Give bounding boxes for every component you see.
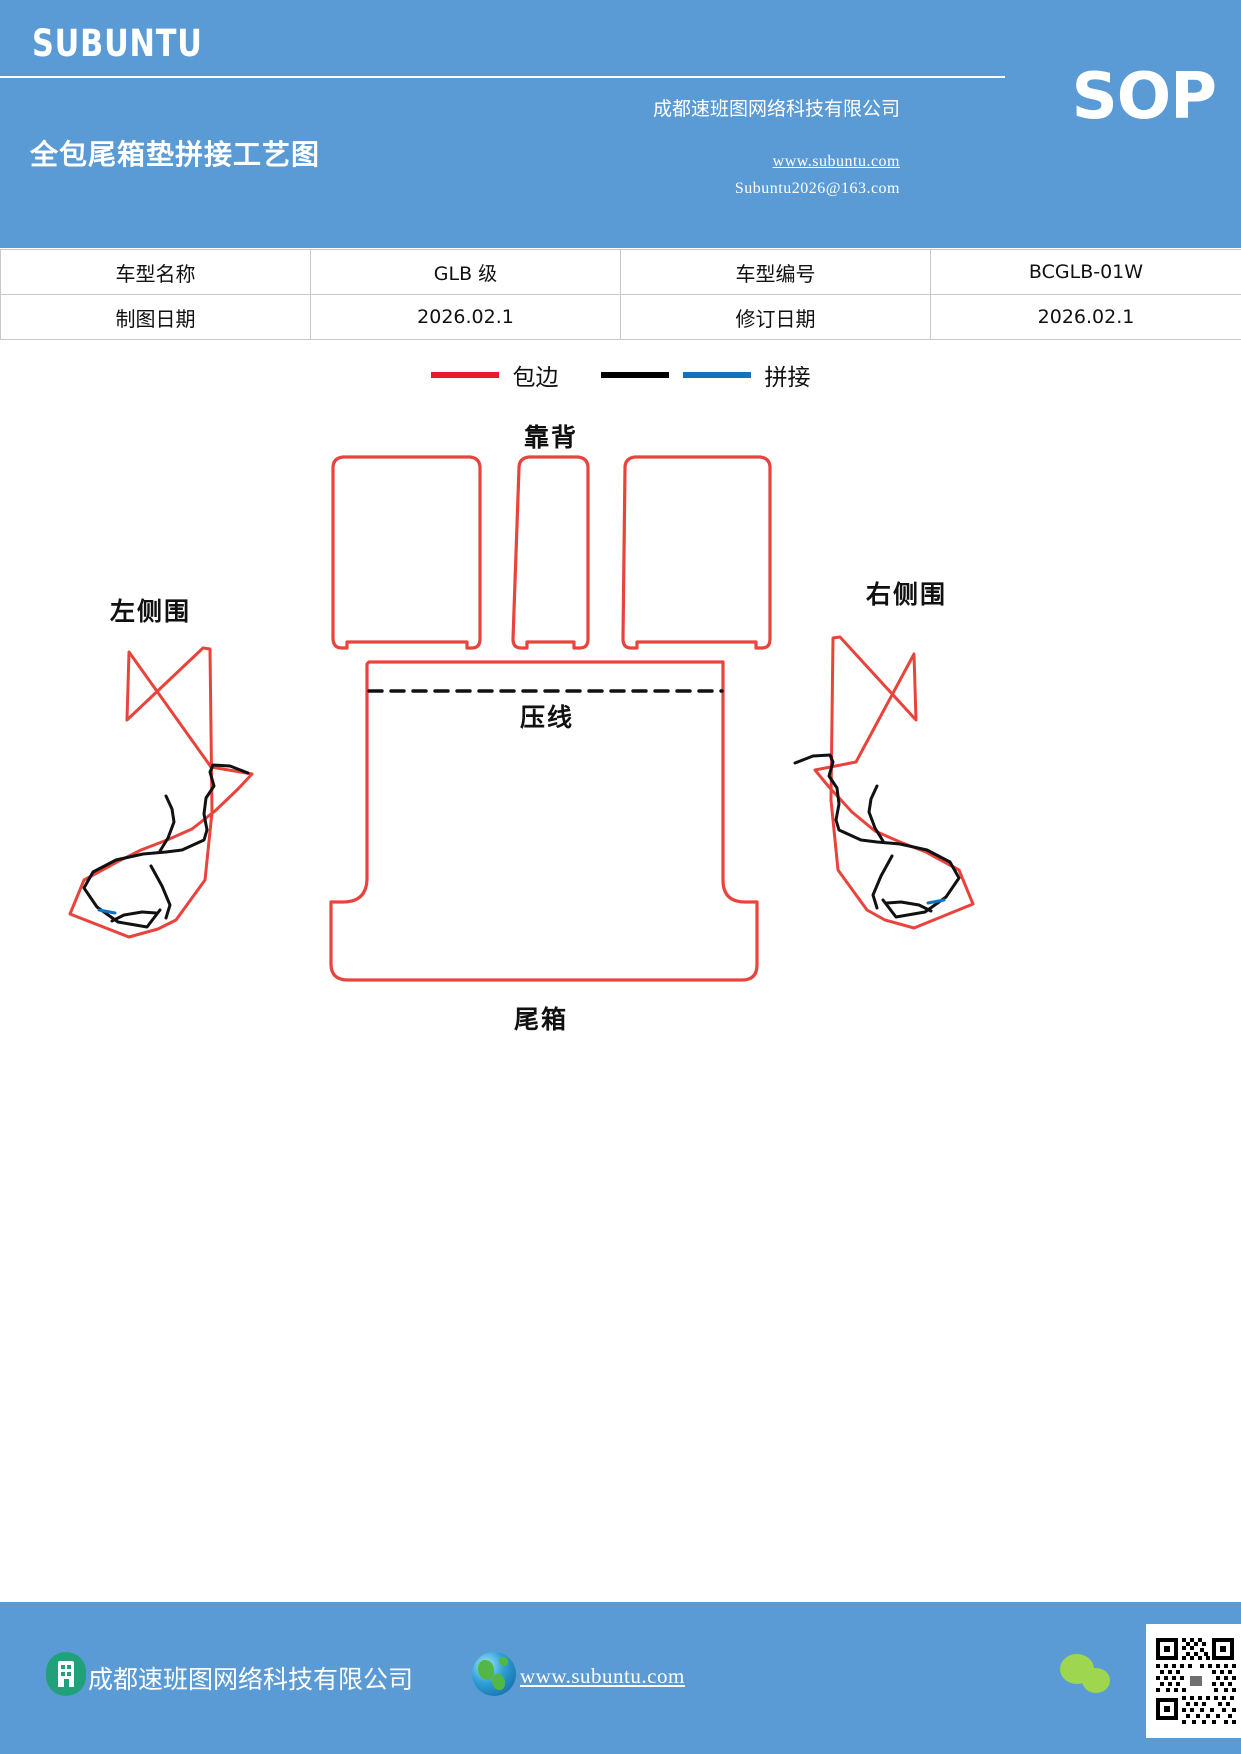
left-side-detail-2 [158,794,176,853]
trunk-panel [329,660,759,982]
label-trunk: 尾箱 [514,1005,569,1034]
header-company-name: 成都速班图网络科技有限公司 [652,99,900,120]
cell-draw-date-value: 2026.02.1 [310,294,621,340]
table-row: 车型名称 GLB 级 车型编号 BCGLB-01W [0,249,1241,295]
globe-icon [472,1652,516,1696]
document-title: 全包尾箱垫拼接工艺图 [30,138,321,171]
legend-item-splice: 拼接 [600,358,811,392]
label-press-line: 压线 [520,703,575,732]
right-side-outer-red [813,635,975,930]
right-side-detail-1 [871,854,894,910]
building-icon [46,1652,86,1696]
cell-model-code-label: 车型编号 [620,249,931,295]
sop-badge: SOP [1071,60,1217,134]
left-side-outer-red [68,646,254,939]
right-side-blue-mark [926,898,946,905]
legend-swatch-black [600,372,669,378]
wechat-icon [1060,1654,1112,1700]
legend: 包边 拼接 [0,358,1241,392]
legend-label-edge-binding: 包边 [512,365,559,390]
left-side-blue-mark [97,908,117,915]
page-footer: 成都速班图网络科技有限公司 www.subuntu.com [0,1602,1241,1754]
brand-logo: SUBUNTU [32,22,203,65]
header-website-link[interactable]: www.subuntu.com [772,153,900,170]
cell-draw-date-label: 制图日期 [0,294,311,340]
cell-model-code-value: BCGLB-01W [930,249,1241,295]
legend-item-edge-binding: 包边 [430,358,559,392]
cell-model-name-value: GLB 级 [310,249,621,295]
left-side-detail-1 [149,864,172,920]
backrest-panel-left [331,455,482,650]
cell-model-name-label: 车型名称 [0,249,311,295]
header-email: Subuntu2026@163.com [734,180,900,197]
backrest-panel-middle [511,455,590,650]
header-divider [0,76,1005,78]
qr-code-icon [1146,1624,1241,1738]
page-header: SUBUNTU 全包尾箱垫拼接工艺图 成都速班图网络科技有限公司 www.sub… [0,0,1241,248]
legend-swatch-red [430,372,499,378]
label-backrest: 靠背 [524,423,579,452]
cell-revise-date-value: 2026.02.1 [930,294,1241,340]
legend-label-splice: 拼接 [764,365,811,390]
technical-drawing [0,410,1241,1070]
right-side-detail-2 [867,784,885,843]
cell-revise-date-label: 修订日期 [620,294,931,340]
backrest-panel-right [621,455,772,650]
footer-company-name: 成都速班图网络科技有限公司 [88,1667,414,1694]
footer-website-link[interactable]: www.subuntu.com [520,1664,685,1688]
vehicle-info-table: 车型名称 GLB 级 车型编号 BCGLB-01W 制图日期 2026.02.1… [0,249,1241,340]
left-side-detail-3 [110,910,158,923]
label-right-side: 右侧围 [866,580,948,609]
right-side-detail-3 [885,900,933,913]
table-row: 制图日期 2026.02.1 修订日期 2026.02.1 [0,294,1241,340]
label-left-side: 左侧围 [110,597,192,626]
legend-swatch-blue [682,372,751,378]
left-side-inner-black [82,763,250,929]
right-side-inner-black [793,753,961,919]
